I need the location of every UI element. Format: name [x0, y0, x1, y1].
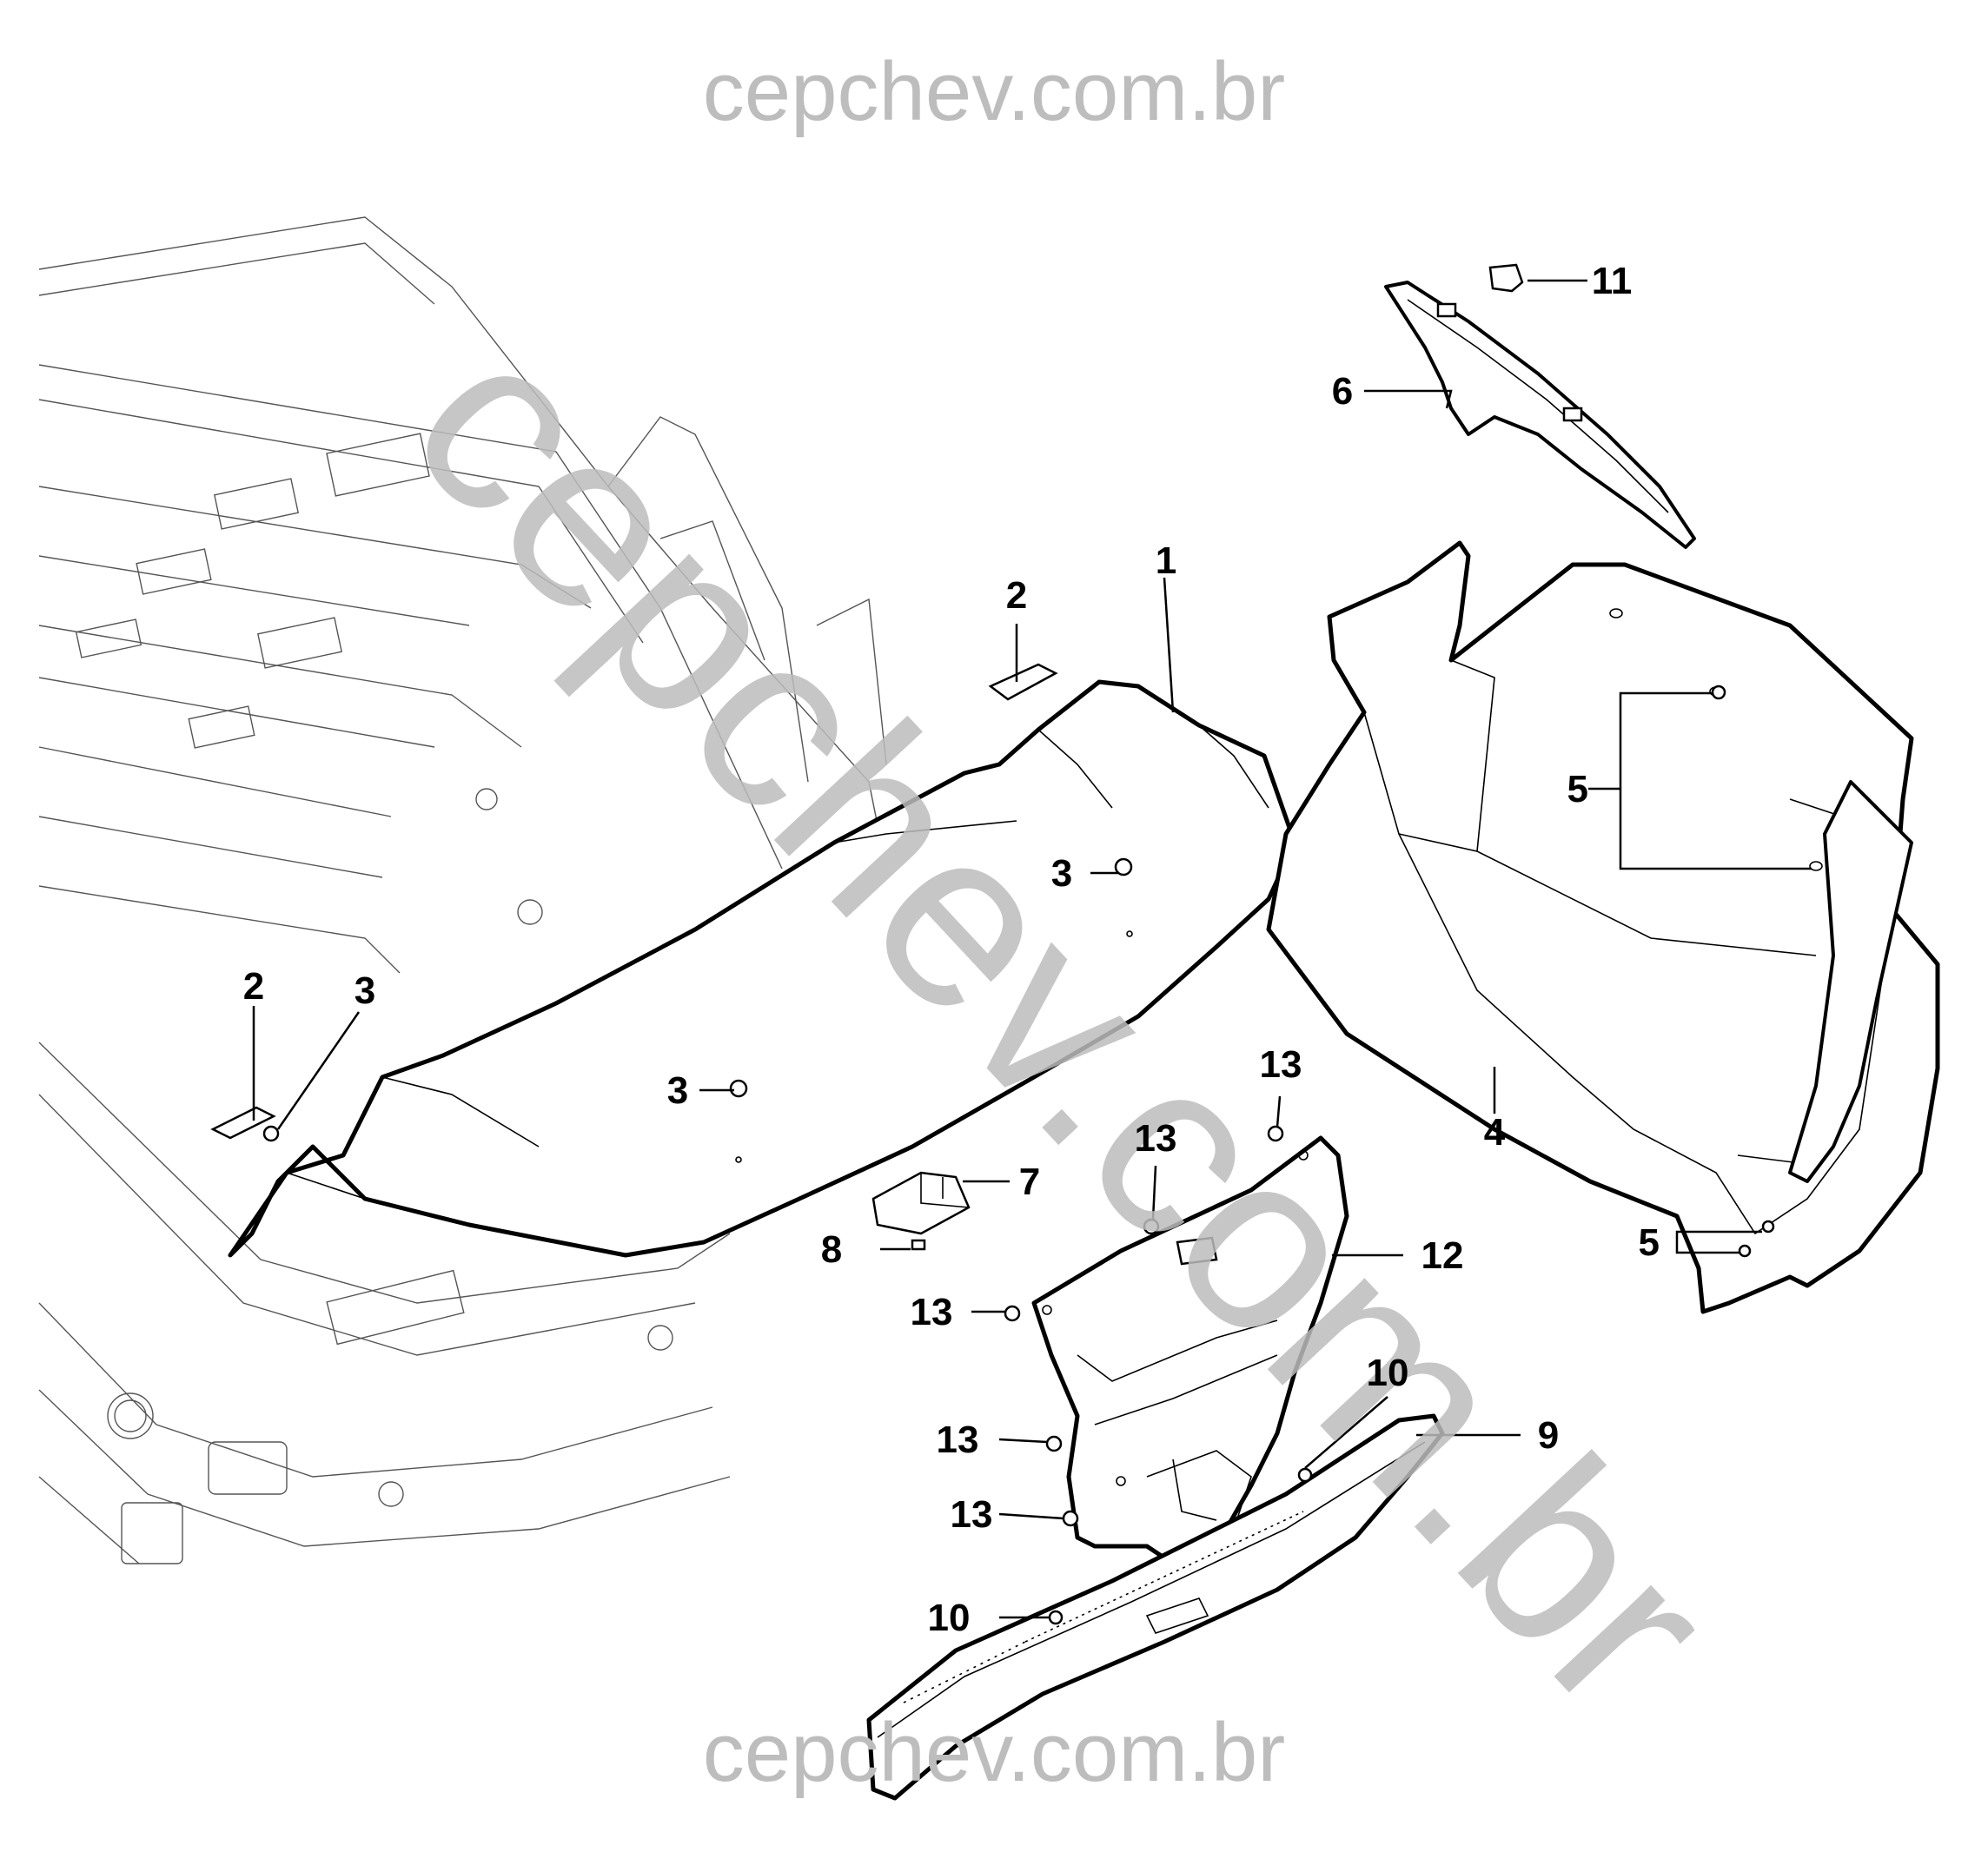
watermark-top: cepchev.com.br: [703, 45, 1286, 138]
callout-3-upper: 3: [1051, 852, 1072, 895]
callout-11: 11: [1592, 260, 1633, 302]
callout-10-lower: 10: [928, 1597, 971, 1639]
part-1-trunk-trim-panel: [228, 679, 1297, 1258]
callout-10-upper: 10: [1367, 1352, 1409, 1394]
callout-1: 1: [1156, 539, 1176, 582]
callout-3-left: 3: [355, 969, 375, 1012]
callout-3-middle: 3: [667, 1069, 688, 1112]
callout-2-upper: 2: [1006, 574, 1027, 617]
callout-13-top-right: 13: [1260, 1043, 1302, 1086]
callout-4: 4: [1484, 1111, 1506, 1154]
part-7-module: [871, 1171, 971, 1235]
watermark-bottom: cepchev.com.br: [703, 1706, 1286, 1799]
fasteners: [210, 263, 1775, 1625]
callout-9: 9: [1538, 1414, 1559, 1457]
callout-13-left: 13: [911, 1291, 953, 1333]
callout-2-lower: 2: [243, 965, 264, 1008]
callout-13-bottom: 13: [951, 1493, 993, 1536]
part-12-lower-trim-panel: [1031, 1135, 1349, 1566]
callout-8: 8: [821, 1228, 842, 1271]
vehicle-body-structure: [38, 216, 887, 1564]
callout-12: 12: [1421, 1234, 1464, 1277]
callout-6: 6: [1332, 370, 1353, 413]
callout-5-upper: 5: [1567, 768, 1588, 810]
leader-lines: [252, 279, 1812, 1619]
callout-13-top-middle: 13: [1135, 1117, 1177, 1160]
callout-7: 7: [1019, 1161, 1040, 1203]
callout-13-lower: 13: [937, 1419, 979, 1461]
callout-labels: 1 2 2 3 3 3 4 5 5 6 7 8 9 10 10 11 12 13…: [243, 260, 1660, 1639]
part-4-side-trim-panel: [1266, 540, 1940, 1314]
callout-5-lower: 5: [1639, 1221, 1660, 1264]
part-9-scuff-plate: [866, 1413, 1445, 1801]
part-6-upper-trim-strip: [1384, 281, 1696, 549]
